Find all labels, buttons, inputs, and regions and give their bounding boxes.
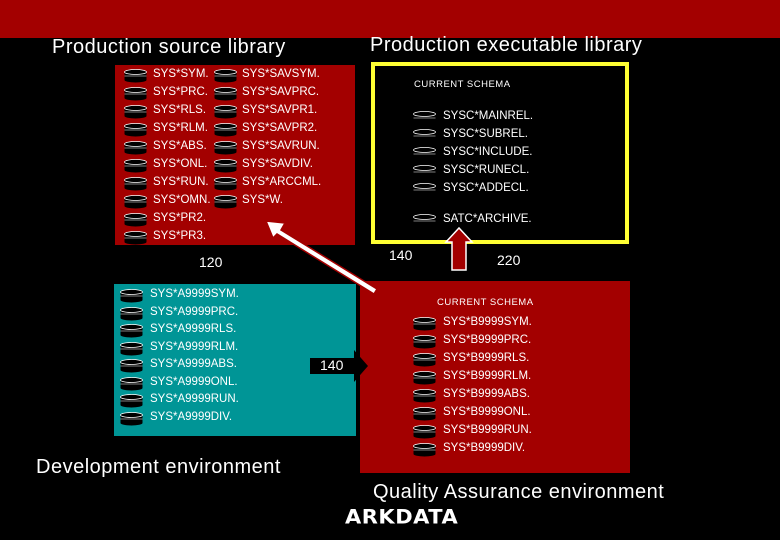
database-icon	[120, 411, 143, 426]
file-item: SYS*A9999ABS.	[150, 358, 237, 370]
label-140-top: 140	[389, 247, 413, 263]
file-item: SYS*SAVPRC.	[242, 86, 320, 98]
database-icon	[413, 129, 436, 143]
database-icon	[214, 159, 237, 173]
file-item: SYS*ARCCML.	[242, 176, 322, 188]
file-item: SYS*PR3.	[153, 230, 207, 242]
database-icon	[413, 389, 436, 403]
arkdata-logo: ARKDATA	[345, 505, 459, 529]
file-item: SYS*B9999SYM.	[443, 316, 532, 328]
database-icon	[413, 214, 436, 228]
file-item: SYS*A9999RLS.	[150, 323, 237, 335]
file-item: SYS*ABS.	[153, 140, 207, 152]
database-icon	[413, 183, 436, 197]
database-icon	[124, 141, 147, 155]
file-item: SYS*B9999PRC.	[443, 334, 532, 346]
current-schema-label-qa: CURRENT SCHEMA	[437, 297, 534, 308]
file-item: SYS*B9999ABS.	[443, 388, 530, 400]
database-icon	[124, 177, 147, 191]
file-item: SYS*B9999ONL.	[443, 406, 531, 418]
file-item: SYSC*INCLUDE.	[443, 146, 533, 158]
database-icon	[413, 425, 436, 439]
file-item: SYS*SAVPR2.	[242, 122, 318, 134]
file-item: SYS*A9999RLM.	[150, 340, 239, 353]
file-item: SYS*RLS.	[153, 104, 207, 116]
database-icon	[413, 317, 436, 331]
heading-development-environment: Development environment	[36, 456, 281, 478]
database-icon	[413, 371, 436, 385]
database-icon	[120, 306, 143, 321]
file-item: SYSC*SUBREL.	[443, 128, 529, 140]
database-icon	[124, 213, 147, 227]
database-icon	[214, 195, 237, 209]
file-item: SYS*A9999DIV.	[150, 410, 233, 423]
database-icon	[120, 289, 143, 303]
database-icon	[124, 105, 147, 119]
file-item: SYS*SAVPR1.	[242, 104, 318, 116]
file-item: SYS*SAVDIV.	[242, 158, 313, 170]
database-icon	[413, 443, 436, 457]
file-item: SYS*B9999RUN.	[443, 424, 532, 436]
label-120: 120	[199, 254, 223, 270]
file-item: SYS*RUN.	[153, 176, 209, 188]
title-bar	[0, 0, 780, 38]
file-item: SYS*A9999RUN.	[150, 393, 239, 405]
file-item: SYS*B9999DIV.	[443, 442, 526, 454]
database-icon	[124, 69, 147, 83]
database-icon	[214, 141, 237, 155]
label-220: 220	[497, 252, 521, 268]
database-icon	[120, 324, 143, 338]
file-item: SYS*OMN.	[153, 194, 211, 206]
database-icon	[214, 105, 237, 119]
file-item: SYS*SAVSYM.	[242, 68, 320, 80]
database-icon	[214, 69, 237, 83]
footer-bar	[0, 502, 780, 540]
file-item: SYS*SAVRUN.	[242, 140, 320, 152]
file-item: SYS*B9999RLM.	[443, 370, 532, 382]
file-item: SYS*B9999RLS.	[443, 352, 530, 364]
database-icon	[120, 394, 143, 408]
database-icon	[413, 407, 436, 421]
database-icon	[214, 87, 237, 101]
file-item: SYS*A9999SYM.	[150, 288, 239, 300]
database-icon	[124, 159, 147, 173]
file-item: SYS*ONL.	[153, 158, 208, 170]
file-item: SYSC*MAINREL.	[443, 110, 534, 122]
database-icon	[214, 123, 237, 137]
file-item: SYS*PR2.	[153, 212, 207, 224]
file-item: SYSC*ADDECL.	[443, 182, 529, 194]
database-icon	[120, 341, 143, 356]
heading-production-source: Production source library	[52, 36, 286, 58]
file-item: SYS*RLM.	[153, 122, 208, 134]
archive-item: SATC*ARCHIVE.	[443, 213, 532, 225]
file-item: SYS*A9999ONL.	[150, 375, 238, 388]
database-icon	[120, 376, 143, 391]
label-140-middle: 140	[320, 357, 344, 373]
database-icon	[124, 195, 147, 209]
database-icon	[413, 335, 436, 349]
database-icon	[124, 87, 147, 101]
qa-box	[360, 281, 630, 473]
file-item: SYS*SYM.	[153, 68, 209, 80]
database-icon	[413, 165, 436, 179]
database-icon	[413, 147, 436, 161]
file-item: SYS*W.	[242, 194, 283, 206]
file-item: SYS*PRC.	[153, 86, 208, 98]
database-icon	[214, 177, 237, 191]
database-icon	[413, 111, 436, 125]
database-icon	[120, 359, 143, 373]
database-icon	[124, 123, 147, 137]
file-item: SYS*A9999PRC.	[150, 305, 239, 318]
file-item: SYSC*RUNECL.	[443, 164, 530, 176]
heading-qa-environment: Quality Assurance environment	[373, 481, 665, 503]
database-icon	[124, 231, 147, 245]
current-schema-label-exec: CURRENT SCHEMA	[414, 79, 511, 90]
heading-production-executable: Production executable library	[370, 34, 643, 56]
database-icon	[413, 353, 436, 367]
